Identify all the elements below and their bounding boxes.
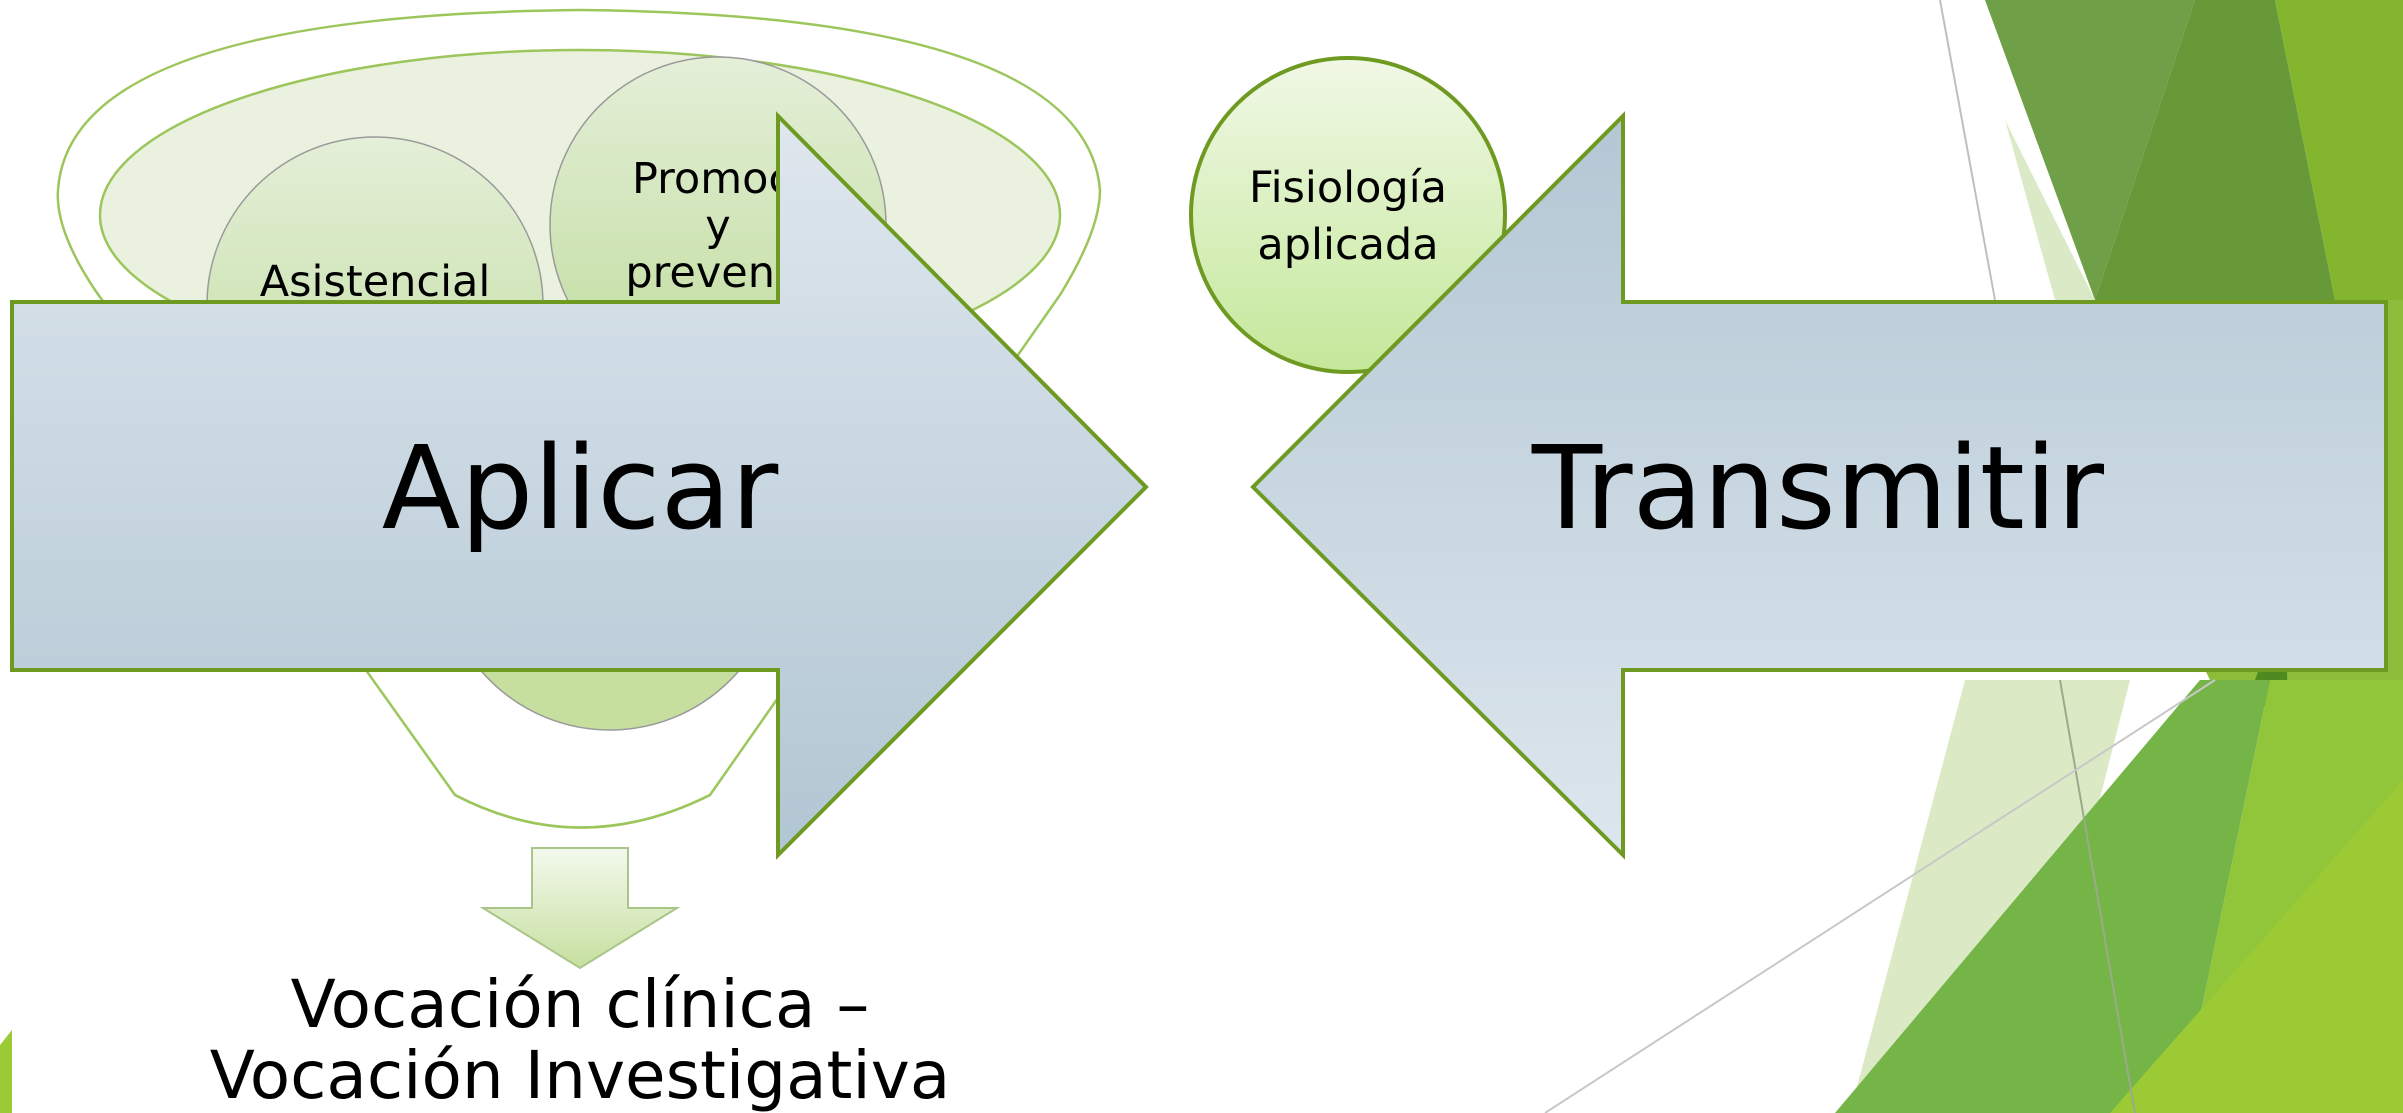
label-promocion-line1: Promoci — [632, 154, 804, 204]
decor-facet — [1835, 680, 2270, 1113]
decor-facet — [1850, 680, 2130, 1113]
caption-line2: Vocación Investigativa — [210, 1037, 951, 1113]
decor-facet — [2095, 0, 2335, 300]
circle-fisiologia — [1189, 56, 1507, 374]
decor-line — [2059, 679, 2136, 1113]
caption-line1: Vocación clínica – — [291, 966, 870, 1043]
decor-facet — [1985, 0, 2195, 300]
decor-facet — [2110, 780, 2403, 1113]
down-arrow-icon — [479, 847, 681, 970]
decor-facet — [2275, 0, 2403, 300]
decor-facet — [0, 1030, 12, 1113]
arrow-right-aplicar — [10, 111, 1149, 860]
label-asistencial: Asistencial — [260, 257, 491, 307]
arrow-left-transmitir — [1250, 111, 2388, 860]
label-aplicar: Aplicar — [382, 422, 779, 556]
label-fisiologia-line1: Fisiología — [1249, 163, 1447, 213]
label-fisiologia-line2: aplicada — [1257, 220, 1438, 270]
decor-line — [1544, 679, 2216, 1113]
decor-facet — [2005, 120, 2095, 300]
label-transmitir: Transmitir — [1531, 422, 2105, 556]
decor-line — [1939, 0, 1996, 301]
funnel-spout — [454, 793, 711, 829]
label-promocion-line2: y — [705, 201, 730, 251]
